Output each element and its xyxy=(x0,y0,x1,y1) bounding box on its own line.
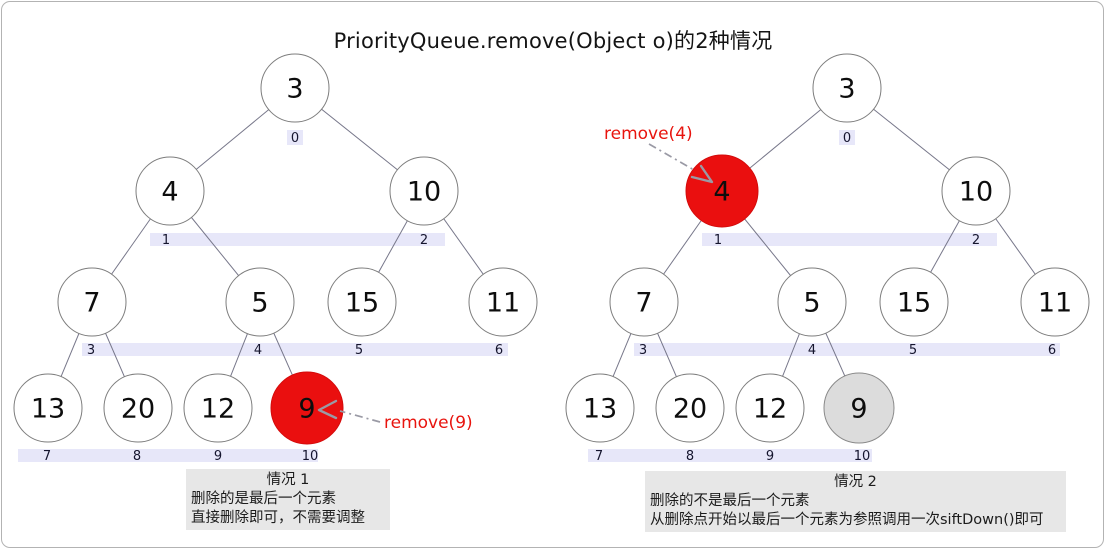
case-1-caption-title: 情况 1 xyxy=(266,472,310,488)
heap-node-value: 10 xyxy=(959,176,993,207)
heap-node-case-1-idx-9 xyxy=(183,373,253,443)
heap-node-case-2-idx-2 xyxy=(941,156,1011,226)
index-label: 4 xyxy=(808,343,816,358)
remove-arrow-head-icon xyxy=(690,164,714,184)
heap-node-value: 11 xyxy=(1038,287,1072,318)
heap-node-case-2-idx-7 xyxy=(565,373,635,443)
remove-arrow-line xyxy=(648,143,695,171)
index-label: 8 xyxy=(133,449,141,464)
heap-node-case-1-idx-5 xyxy=(327,267,397,337)
heap-node-value: 4 xyxy=(713,176,730,207)
index-label: 3 xyxy=(87,343,95,358)
index-label: 7 xyxy=(595,449,603,464)
heap-node-case-1-idx-0 xyxy=(260,53,330,123)
index-label: 5 xyxy=(355,343,363,358)
heap-node-case-1-idx-1 xyxy=(135,156,205,226)
heap-node-value: 3 xyxy=(286,73,303,104)
index-label: 2 xyxy=(972,233,980,248)
heap-node-value: 12 xyxy=(753,393,787,424)
case-2-caption: 情况 2 删除的不是最后一个元素 从删除点开始以最后一个元素为参照调用一次sif… xyxy=(645,471,1066,532)
case-2-caption-line: 从删除点开始以最后一个元素为参照调用一次siftDown()即可 xyxy=(650,512,1044,528)
remove-call-label: remove(4) xyxy=(604,124,693,144)
index-label: 6 xyxy=(1048,343,1056,358)
index-band xyxy=(287,130,303,145)
index-label: 8 xyxy=(686,449,694,464)
index-label: 2 xyxy=(420,233,428,248)
index-label: 10 xyxy=(302,449,319,464)
index-band xyxy=(839,130,855,145)
index-label: 4 xyxy=(254,343,262,358)
index-label: 7 xyxy=(43,449,51,464)
index-label: 10 xyxy=(854,449,871,464)
heap-node-case-2-idx-0 xyxy=(812,53,882,123)
heap-node-case-1-idx-6 xyxy=(468,267,538,337)
heap-node-value: 20 xyxy=(121,393,155,424)
index-label: 9 xyxy=(766,449,774,464)
index-band xyxy=(82,343,508,356)
heap-node-case-2-idx-3 xyxy=(609,267,679,337)
index-label: 1 xyxy=(162,233,170,248)
index-label: 9 xyxy=(214,449,222,464)
index-label: 3 xyxy=(639,343,647,358)
heap-node-value: 20 xyxy=(673,393,707,424)
index-label: 0 xyxy=(843,131,851,146)
index-label: 0 xyxy=(291,131,299,146)
heap-node-case-1-idx-10 xyxy=(270,371,344,445)
heap-node-value: 7 xyxy=(83,287,100,318)
heap-node-value: 13 xyxy=(583,393,617,424)
heap-node-value: 15 xyxy=(897,287,931,318)
case-2-caption-line: 删除的不是最后一个元素 xyxy=(650,493,810,509)
heap-node-case-1-idx-2 xyxy=(389,156,459,226)
heap-node-case-2-idx-6 xyxy=(1020,267,1090,337)
heap-node-case-2-idx-1 xyxy=(685,154,759,228)
remove-call-label: remove(9) xyxy=(384,413,473,433)
heap-node-value: 11 xyxy=(486,287,520,318)
heap-node-case-1-idx-7 xyxy=(13,373,83,443)
heap-node-value: 3 xyxy=(838,73,855,104)
case-2-caption-title: 情况 2 xyxy=(834,474,877,490)
heap-node-value: 5 xyxy=(803,287,820,318)
index-label: 5 xyxy=(909,343,917,358)
heap-node-value: 15 xyxy=(345,287,379,318)
case-1-caption-line: 直接删除即可，不需要调整 xyxy=(191,510,365,526)
heap-node-value: 9 xyxy=(298,393,315,424)
case-1-caption: 情况 1 删除的是最后一个元素 直接删除即可，不需要调整 xyxy=(186,469,390,530)
heap-node-value: 4 xyxy=(161,176,178,207)
heap-node-case-2-idx-9 xyxy=(735,373,805,443)
heap-node-value: 13 xyxy=(31,393,65,424)
index-band xyxy=(588,449,872,462)
index-band xyxy=(18,449,318,462)
diagram-title: PriorityQueue.remove(Object o)的2种情况 xyxy=(333,29,773,53)
case-1-caption-line: 删除的是最后一个元素 xyxy=(191,491,336,507)
index-band xyxy=(150,233,445,246)
heap-node-value: 9 xyxy=(850,393,867,424)
heap-node-case-2-idx-10 xyxy=(823,372,895,444)
index-band xyxy=(634,343,1060,356)
heap-node-case-2-idx-8 xyxy=(655,373,725,443)
index-label: 1 xyxy=(714,233,722,248)
heap-node-case-2-idx-4 xyxy=(777,267,847,337)
index-label: 6 xyxy=(495,343,503,358)
heap-node-value: 12 xyxy=(201,393,235,424)
heap-node-case-1-idx-3 xyxy=(57,267,127,337)
heap-node-value: 5 xyxy=(251,287,268,318)
heap-node-value: 7 xyxy=(635,287,652,318)
heap-node-case-1-idx-4 xyxy=(225,267,295,337)
heap-node-case-1-idx-8 xyxy=(103,373,173,443)
index-band xyxy=(702,233,997,246)
heap-node-value: 10 xyxy=(407,176,441,207)
heap-node-case-2-idx-5 xyxy=(879,267,949,337)
remove-arrow-head-icon xyxy=(317,399,338,420)
remove-arrow-line xyxy=(339,410,381,423)
